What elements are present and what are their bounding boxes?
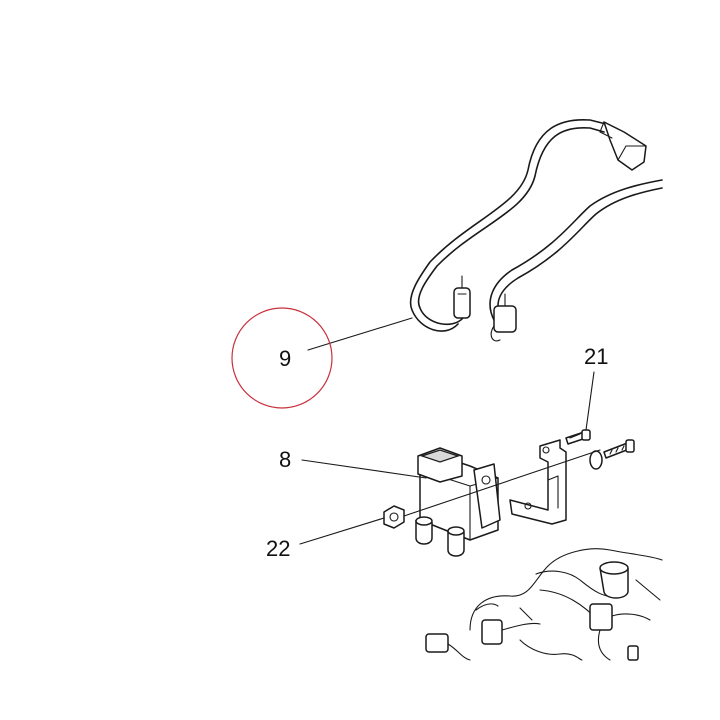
part-9-ht-leads[interactable] — [409, 118, 663, 342]
plug-boot-top — [599, 121, 647, 171]
engine-harness-section — [425, 548, 663, 661]
leader-lines — [299, 317, 601, 545]
plug-cap-right — [490, 293, 517, 342]
leader-22 — [299, 517, 385, 545]
harness-connector-1 — [425, 633, 449, 653]
leader-8 — [301, 459, 427, 479]
callout-8[interactable]: 8 — [279, 447, 291, 472]
callout-9[interactable]: 9 — [279, 346, 291, 371]
leader-9 — [307, 317, 413, 351]
part-21-bolt[interactable] — [565, 429, 591, 445]
mounting-bracket[interactable] — [509, 439, 567, 525]
harness-connector-3 — [589, 603, 613, 631]
leader-21 — [585, 371, 595, 431]
highlight-ring-9 — [231, 307, 333, 409]
part-8-ignition-coil[interactable] — [415, 447, 501, 557]
harness-connector-2 — [481, 619, 503, 645]
plug-cap-left — [453, 275, 471, 319]
callout-21[interactable]: 21 — [584, 344, 608, 369]
part-22-nut[interactable] — [383, 505, 405, 529]
bolt-right[interactable] — [589, 439, 635, 470]
callout-22[interactable]: 22 — [266, 536, 290, 561]
